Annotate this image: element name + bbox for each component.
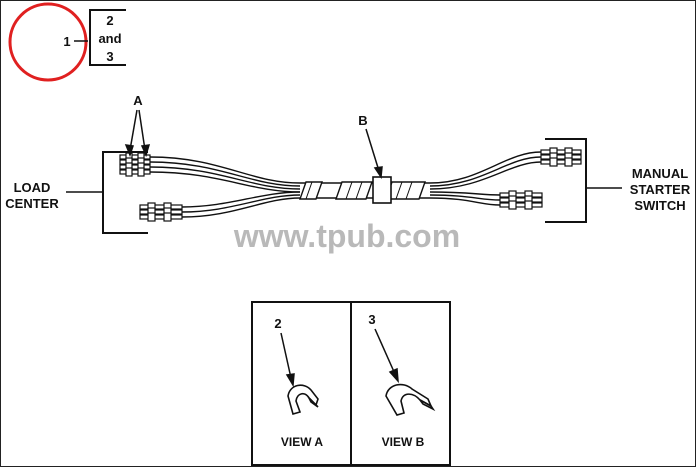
clip-part-view-b xyxy=(385,383,436,416)
step-bracket xyxy=(89,9,126,66)
step-ref-and: and xyxy=(98,31,121,46)
tape-wraps xyxy=(299,181,426,200)
view-b-caption: VIEW B xyxy=(382,435,425,449)
load-label-line1: LOAD xyxy=(14,180,51,195)
load-bracket xyxy=(102,151,148,234)
switch-connectors-upper xyxy=(540,147,582,167)
step-ref-1: 2 xyxy=(106,13,113,28)
callout-a-arrows xyxy=(124,109,151,158)
load-connectors-lower xyxy=(139,202,183,222)
callout-b-arrow xyxy=(365,128,383,180)
switch-connectors-lower xyxy=(499,190,543,210)
highlight-circle xyxy=(8,2,88,82)
harness-marker-band xyxy=(372,176,392,204)
switch-bracket xyxy=(545,138,587,223)
view-a-caption: VIEW A xyxy=(281,435,324,449)
switch-label-line3: SWITCH xyxy=(634,198,685,213)
view-a-callout: 2 xyxy=(274,316,281,331)
switch-label-line2: STARTER xyxy=(630,182,691,197)
load-connectors-upper xyxy=(119,152,151,177)
callout-b: B xyxy=(358,113,367,128)
step-number: 1 xyxy=(63,34,70,49)
clip-part-view-a xyxy=(287,384,319,415)
step-ref-2: 3 xyxy=(106,49,113,64)
callout-a: A xyxy=(133,93,143,108)
harness-wires xyxy=(149,151,542,218)
view-b-arrow xyxy=(374,328,399,384)
view-a-arrow xyxy=(280,332,295,388)
load-label-line2: CENTER xyxy=(5,196,59,211)
view-b-callout: 3 xyxy=(368,312,375,327)
switch-label-line1: MANUAL xyxy=(632,166,688,181)
watermark-text: www.tpub.com xyxy=(233,218,460,254)
